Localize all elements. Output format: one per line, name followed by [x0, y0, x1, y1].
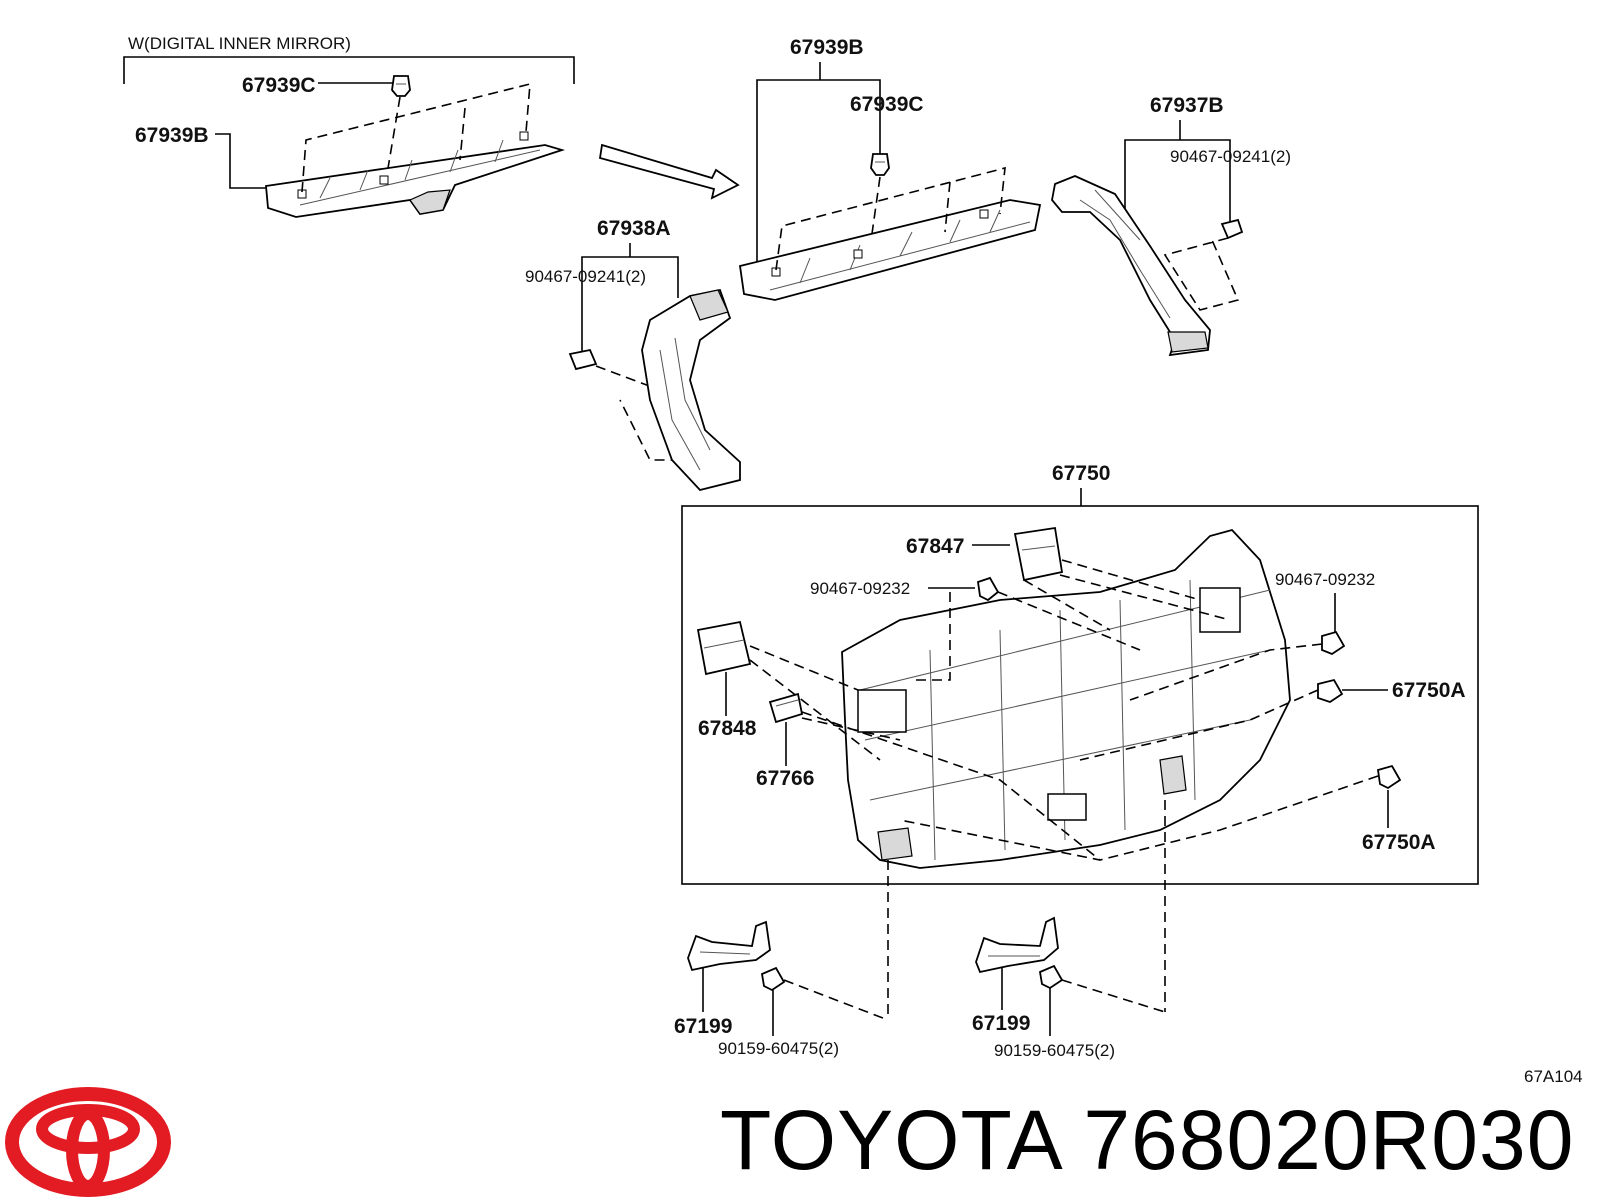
bolt-90159-60475-right — [1038, 964, 1064, 990]
bracket-67766 — [768, 692, 804, 724]
label-67939B-topleft: 67939B — [135, 124, 209, 147]
cover-67847 — [1013, 526, 1064, 582]
label-clip-90467-09241-left: 90467-09241(2) — [525, 267, 646, 286]
bracket-67199-right — [975, 916, 1059, 974]
clip-90467-09241-right — [1220, 218, 1244, 240]
pillar-garnish-67937B — [1051, 175, 1211, 357]
clip-90467-09232-left — [977, 576, 1000, 602]
pillar-garnish-67938A — [641, 288, 741, 492]
variant-bracket — [123, 56, 575, 84]
label-clip-90467-09232-right: 90467-09232 — [1275, 570, 1375, 589]
mirror-variant-note: W(DIGITAL INNER MIRROR) — [128, 34, 351, 53]
part-number: 768020R030 — [1083, 1093, 1575, 1187]
label-67750A-upper: 67750A — [1392, 679, 1466, 702]
label-67939C-mid: 67939C — [850, 93, 924, 116]
label-67937B: 67937B — [1150, 94, 1224, 117]
clip-67750A-upper — [1317, 678, 1344, 703]
bolt-90159-60475-left — [760, 966, 786, 992]
label-clip-90467-09241-right: 90467-09241(2) — [1170, 147, 1291, 166]
diagram-code: 67A104 — [1524, 1067, 1583, 1086]
label-67750A-lower: 67750A — [1362, 831, 1436, 854]
bracket-67199-left — [687, 920, 771, 972]
header-panel-67939B-mid — [738, 199, 1042, 301]
header-panel-67939B-topleft — [265, 131, 566, 218]
label-67766: 67766 — [756, 767, 814, 790]
label-bolt-90159-60475-left: 90159-60475(2) — [718, 1039, 839, 1058]
label-67938A: 67938A — [597, 217, 671, 240]
label-67750: 67750 — [1052, 462, 1110, 485]
cover-67848 — [696, 620, 752, 676]
label-67199-left: 67199 — [674, 1015, 732, 1038]
clip-67939C-mid — [870, 153, 890, 176]
label-bolt-90159-60475-right: 90159-60475(2) — [994, 1041, 1115, 1060]
label-67199-right: 67199 — [972, 1012, 1030, 1035]
label-67848: 67848 — [698, 717, 757, 740]
clip-90467-09241-left — [568, 348, 598, 371]
assembly-67750-frame — [681, 505, 1479, 885]
clip-67750A-lower — [1376, 764, 1402, 790]
toyota-logo — [5, 1087, 171, 1197]
label-67939B-mid: 67939B — [790, 36, 864, 59]
label-67939C-topleft: 67939C — [242, 74, 316, 97]
direction-arrow — [598, 143, 740, 200]
label-67847: 67847 — [906, 535, 964, 558]
label-clip-90467-09232-left: 90467-09232 — [810, 579, 910, 598]
clip-90467-09232-right — [1321, 630, 1346, 656]
clip-67939C-topleft — [391, 75, 411, 97]
brand-name: TOYOTA — [720, 1093, 1059, 1187]
brand-part-number-title: TOYOTA 768020R030 — [720, 1092, 1574, 1189]
back-door-trim-board-67750 — [841, 528, 1291, 869]
